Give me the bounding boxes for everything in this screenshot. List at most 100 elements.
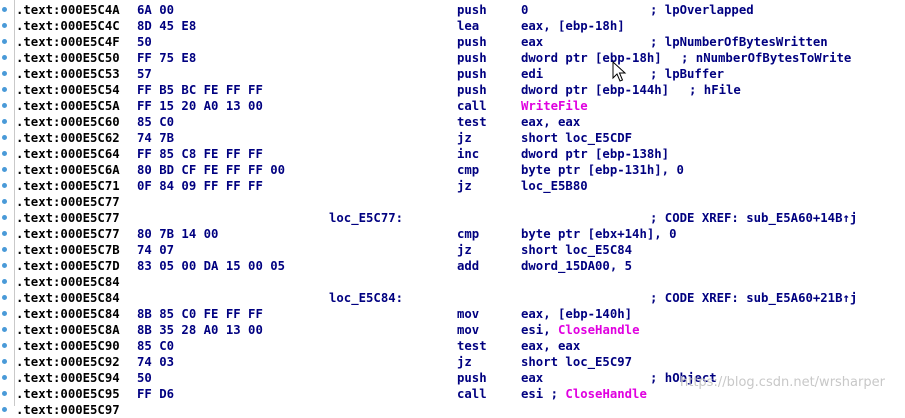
operand[interactable]: short loc_E5C97 xyxy=(521,354,632,370)
gutter xyxy=(0,0,15,406)
operand[interactable]: esi ; CloseHandle xyxy=(521,386,647,402)
breakpoint-marker[interactable] xyxy=(2,215,7,220)
operand[interactable]: dword ptr [ebp-144h] xyxy=(521,82,669,98)
function-name[interactable]: WriteFile xyxy=(521,99,588,113)
mnemonic: push xyxy=(457,371,487,385)
address: .text:000E5C8A xyxy=(16,323,120,337)
breakpoint-marker[interactable] xyxy=(2,23,7,28)
address: .text:000E5C90 xyxy=(16,339,120,353)
breakpoint-marker[interactable] xyxy=(2,295,7,300)
opcode-bytes: 85 C0 xyxy=(137,115,175,129)
operand[interactable]: eax, eax xyxy=(521,114,580,130)
breakpoint-marker[interactable] xyxy=(2,391,7,396)
mnemonic: jz xyxy=(457,355,472,369)
operand[interactable]: eax xyxy=(521,34,543,50)
breakpoint-marker[interactable] xyxy=(2,375,7,380)
function-name[interactable]: CloseHandle xyxy=(558,323,640,337)
breakpoint-marker[interactable] xyxy=(2,135,7,140)
breakpoint-marker[interactable] xyxy=(2,55,7,60)
breakpoint-marker[interactable] xyxy=(2,39,7,44)
breakpoint-marker[interactable] xyxy=(2,359,7,364)
operand-text: short loc_E5C84 xyxy=(521,243,633,257)
breakpoint-marker[interactable] xyxy=(2,247,7,252)
mnemonic: lea xyxy=(457,19,480,33)
breakpoint-marker[interactable] xyxy=(2,199,7,204)
operand[interactable]: short loc_E5C84 xyxy=(521,242,632,258)
breakpoint-marker[interactable] xyxy=(2,327,7,332)
listing-row[interactable]: .text:000E5C77 xyxy=(0,194,905,210)
address: .text:000E5C71 xyxy=(16,179,120,193)
opcode-bytes: 74 03 xyxy=(137,355,175,369)
operand[interactable]: short loc_E5CDF xyxy=(521,130,632,146)
breakpoint-marker[interactable] xyxy=(2,279,7,284)
breakpoint-marker[interactable] xyxy=(2,407,7,412)
address: .text:000E5C84 xyxy=(16,291,120,305)
listing-row[interactable]: .text:000E5C97 xyxy=(0,402,905,418)
operand-text: eax, eax xyxy=(521,339,581,353)
operand[interactable]: eax, [ebp-18h] xyxy=(521,18,625,34)
operand[interactable]: edi xyxy=(521,66,543,82)
breakpoint-marker[interactable] xyxy=(2,119,7,124)
mnemonic: call xyxy=(457,99,487,113)
operand[interactable]: eax, eax xyxy=(521,338,580,354)
breakpoint-marker[interactable] xyxy=(2,167,7,172)
opcode-bytes: FF D6 xyxy=(137,387,175,401)
opcode-bytes: FF 85 C8 FE FF FF xyxy=(137,147,263,161)
operand-text: short loc_E5CDF xyxy=(521,131,633,145)
breakpoint-marker[interactable] xyxy=(2,103,7,108)
address: .text:000E5C7B xyxy=(16,243,120,257)
operand[interactable]: byte ptr [ebx+14h], 0 xyxy=(521,226,676,242)
watermark: https://blog.csdn.net/wrsharper xyxy=(680,375,885,390)
operand-text: byte ptr [ebp-131h], 0 xyxy=(521,163,684,177)
breakpoint-marker[interactable] xyxy=(2,231,7,236)
opcode-bytes: 74 07 xyxy=(137,243,175,257)
operand[interactable]: eax xyxy=(521,370,543,386)
breakpoint-marker[interactable] xyxy=(2,151,7,156)
opcode-bytes: 57 xyxy=(137,67,152,81)
operand-text: eax xyxy=(521,35,544,49)
operand[interactable]: dword ptr [ebp-18h] xyxy=(521,50,662,66)
operand[interactable]: esi, CloseHandle xyxy=(521,322,639,338)
breakpoint-marker[interactable] xyxy=(2,263,7,268)
operand[interactable]: dword_15DA00, 5 xyxy=(521,258,632,274)
breakpoint-marker[interactable] xyxy=(2,343,7,348)
function-name[interactable]: CloseHandle xyxy=(565,387,647,401)
breakpoint-marker[interactable] xyxy=(2,7,7,12)
operand[interactable]: WriteFile xyxy=(521,98,588,114)
breakpoint-marker[interactable] xyxy=(2,183,7,188)
operand[interactable]: dword ptr [ebp-138h] xyxy=(521,146,669,162)
breakpoint-marker[interactable] xyxy=(2,87,7,92)
operand-text: dword_15DA00, 5 xyxy=(521,259,633,273)
operand[interactable]: 0 xyxy=(521,2,528,18)
operand[interactable]: eax, [ebp-140h] xyxy=(521,306,632,322)
breakpoint-marker[interactable] xyxy=(2,71,7,76)
listing-row[interactable]: .text:000E5C84 xyxy=(0,274,905,290)
operand[interactable]: byte ptr [ebp-131h], 0 xyxy=(521,162,684,178)
breakpoint-marker[interactable] xyxy=(2,311,7,316)
operand[interactable]: loc_E5B80 xyxy=(521,178,588,194)
